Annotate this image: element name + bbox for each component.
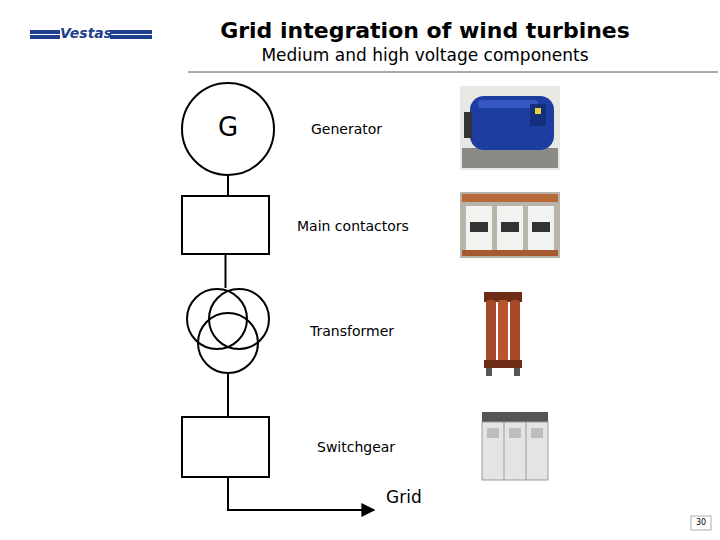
logo-text: Vestas xyxy=(60,25,120,42)
cabinet-seam xyxy=(526,422,527,480)
switchgear-photo xyxy=(482,412,548,480)
component-label: Main contactors xyxy=(297,218,457,235)
transformer-symbol: Transformer xyxy=(185,288,271,374)
copper-busbar xyxy=(462,250,558,256)
contactor-box: Main contactors xyxy=(181,195,270,255)
transformer-coil xyxy=(486,300,496,362)
generator-circle xyxy=(182,83,274,175)
cabinet-seam xyxy=(504,422,505,480)
contactor xyxy=(466,206,492,252)
wire xyxy=(227,374,229,416)
copper-busbar xyxy=(462,194,558,202)
photo-background xyxy=(460,86,560,170)
transformer-foot xyxy=(486,368,492,376)
wire xyxy=(227,176,229,195)
transformer-outline xyxy=(185,288,271,374)
component-label: Transformer xyxy=(310,323,450,340)
page-number: 30 xyxy=(691,518,711,528)
transformer-coil xyxy=(510,300,520,362)
generator-base xyxy=(462,148,558,168)
winding-circle xyxy=(209,289,269,349)
page-number-box xyxy=(691,516,711,530)
contactor xyxy=(497,206,523,252)
cabinet-panel xyxy=(531,428,543,438)
page-title: Grid integration of wind turbines xyxy=(180,18,670,44)
component-label: Switchgear xyxy=(317,439,457,456)
contactor xyxy=(528,206,554,252)
generator-shaft xyxy=(464,112,472,138)
contactor-face xyxy=(501,222,519,232)
logo-bar xyxy=(30,30,60,34)
generator-letter: G xyxy=(181,112,275,143)
contactors-photo xyxy=(460,192,560,258)
grid-label: Grid xyxy=(386,487,446,507)
cabinet-panel xyxy=(509,428,521,438)
transformer-photo xyxy=(484,292,522,376)
transformer-yoke xyxy=(484,360,522,368)
grid-wire xyxy=(228,478,374,510)
photo-background xyxy=(460,192,560,258)
header-rule xyxy=(188,72,718,73)
contactor-face xyxy=(470,222,488,232)
transformer-coil xyxy=(498,300,508,362)
transformer-foot xyxy=(514,368,520,376)
generator-photo xyxy=(460,86,560,170)
logo-bar xyxy=(30,35,60,39)
logo-bar xyxy=(110,35,152,39)
generator-highlight xyxy=(478,100,538,108)
wire xyxy=(225,255,227,288)
cabinet-panel xyxy=(487,428,499,438)
switchgear-cabinet xyxy=(482,422,548,480)
winding-circle xyxy=(198,313,258,373)
warning-sign xyxy=(535,108,541,114)
switchgear-top xyxy=(482,412,548,422)
generator-symbol: GGenerator xyxy=(181,82,275,176)
page-subtitle: Medium and high voltage components xyxy=(180,45,670,65)
logo-bar xyxy=(110,30,152,34)
switchgear-box: Switchgear xyxy=(181,416,270,478)
terminal-box xyxy=(530,104,546,126)
component-label: Generator xyxy=(311,121,461,138)
generator-body xyxy=(470,96,554,150)
contactor-face xyxy=(532,222,550,232)
